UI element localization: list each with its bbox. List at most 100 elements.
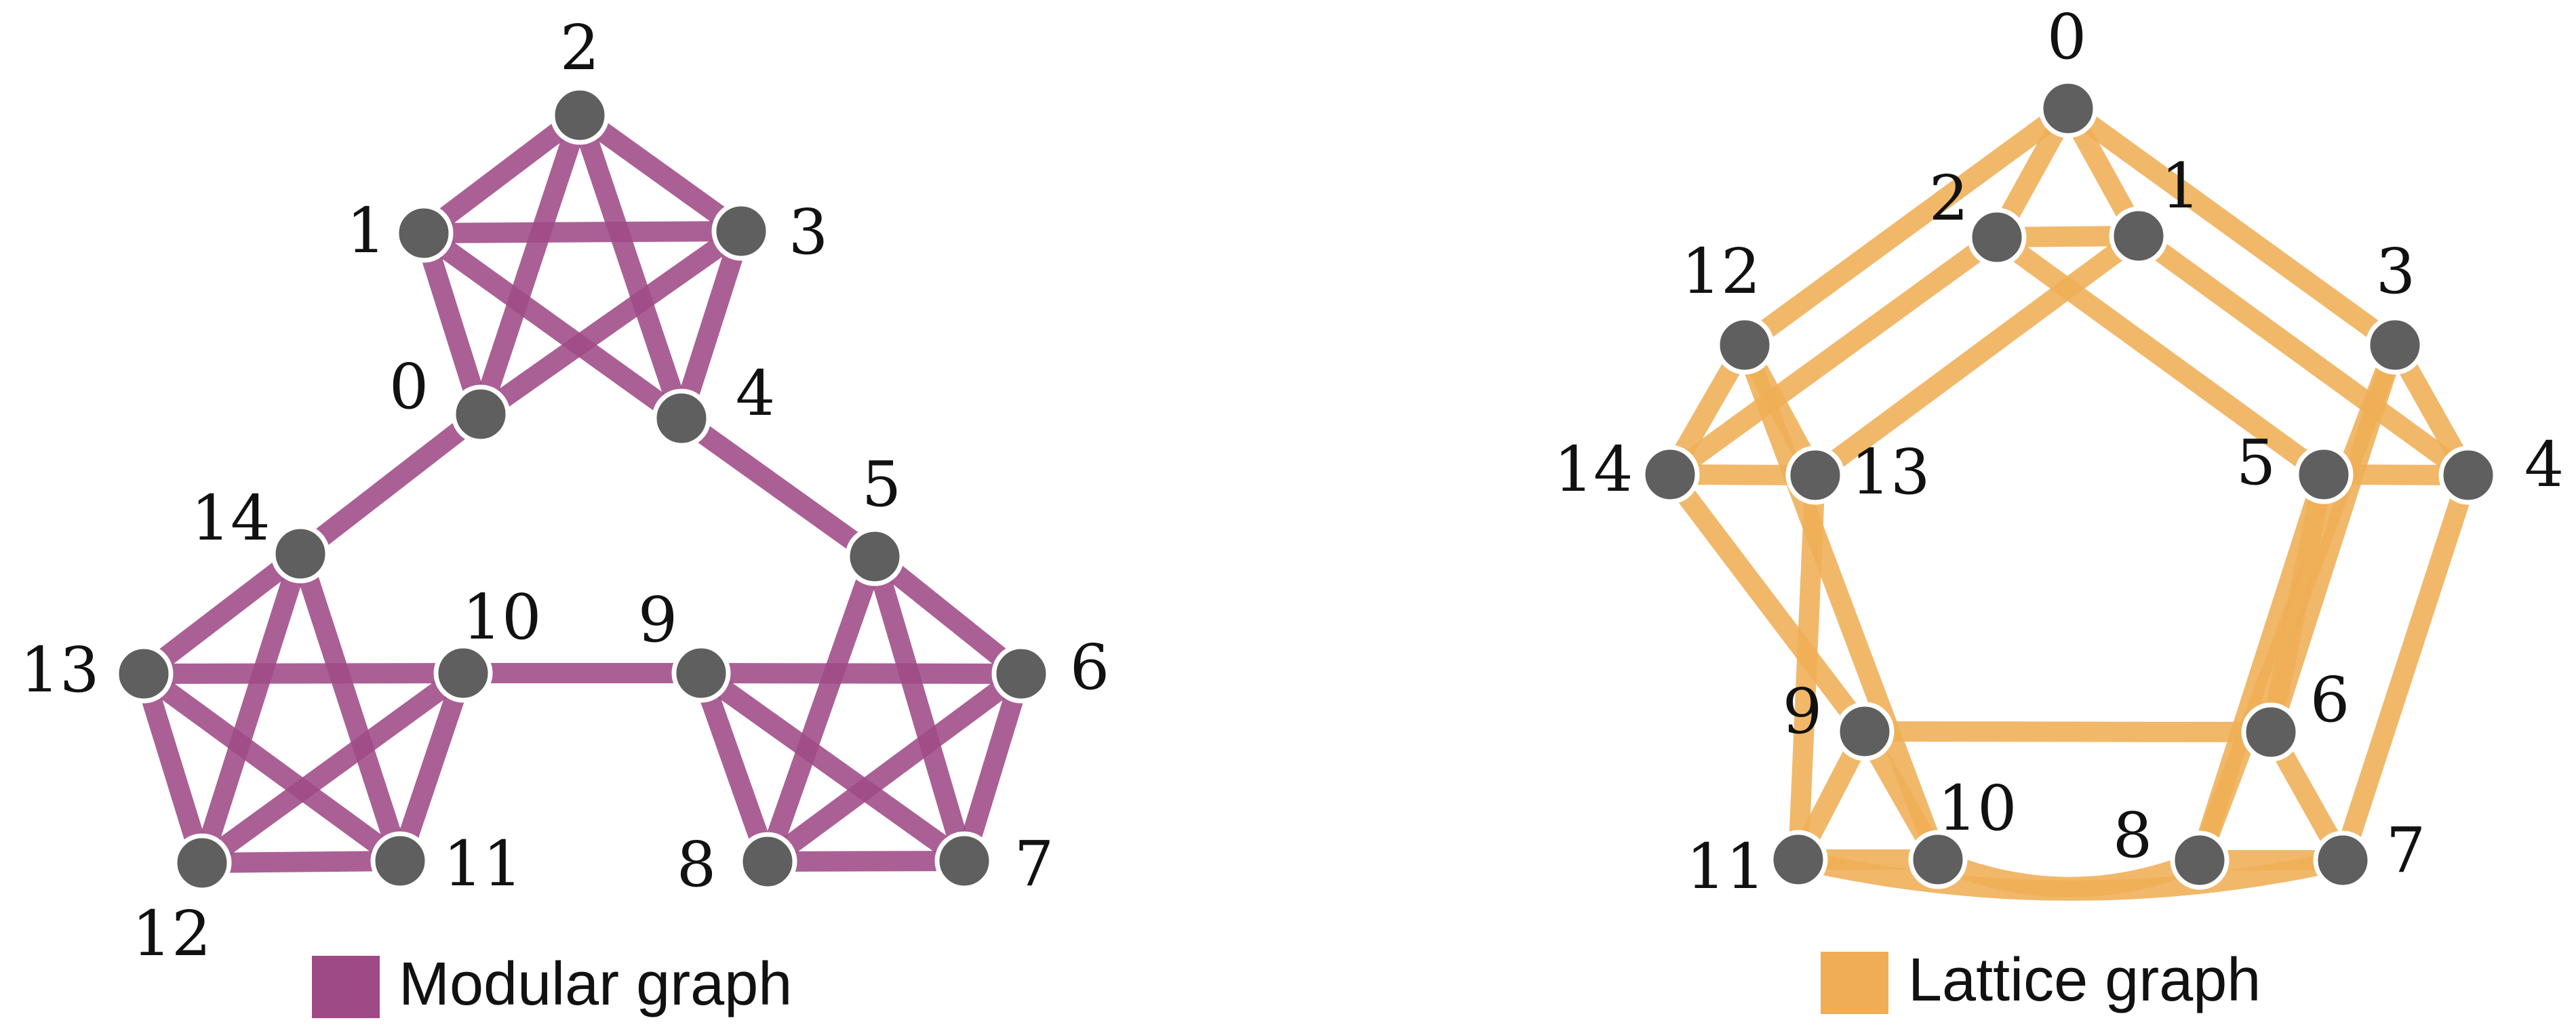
lattice-node-13	[1785, 445, 1845, 505]
modular-edge-10-13	[143, 663, 464, 684]
modular-edge-5-8	[757, 553, 885, 865]
lattice-node-label-0: 0	[2047, 1, 2087, 73]
lattice-node-label-10: 10	[1937, 772, 2017, 845]
lattice-graph-nodes	[1640, 79, 2498, 890]
lattice-edge-8-10	[1934, 850, 2204, 897]
modular-edge-6-9	[700, 663, 1022, 684]
lattice-node-5	[2294, 445, 2354, 504]
modular-edge-5-7	[865, 553, 974, 864]
lattice-edge-14-9	[1662, 468, 1873, 738]
modular-edge-3-4	[671, 228, 751, 422]
modular-edge-11-14	[290, 550, 410, 864]
lattice-node-7	[2313, 830, 2373, 890]
modular-edge-4-5	[675, 409, 881, 565]
lattice-node-label-1: 1	[2161, 150, 2201, 222]
lattice-legend-label: Lattice graph	[1908, 946, 2261, 1014]
modular-node-label-12: 12	[132, 897, 211, 970]
modular-node-3	[711, 201, 771, 261]
modular-edge-10-12	[196, 664, 469, 872]
lattice-legend-swatch	[1821, 952, 1888, 1014]
modular-node-0	[451, 384, 511, 444]
modular-edge-2-4	[570, 112, 692, 422]
modular-edge-12-13	[134, 670, 212, 866]
lattice-node-12	[1715, 315, 1775, 375]
modular-node-14	[271, 524, 330, 584]
lattice-node-14	[1640, 445, 1700, 504]
modular-node-label-14: 14	[191, 482, 270, 554]
lattice-edge-1-4	[2133, 227, 2474, 484]
modular-edge-10-11	[390, 670, 473, 864]
modular-graph-edges	[134, 106, 1031, 873]
lattice-node-2	[1967, 207, 2027, 267]
lattice-node-label-8: 8	[2113, 799, 2153, 872]
lattice-node-label-3: 3	[2376, 235, 2416, 308]
modular-node-label-7: 7	[1014, 828, 1054, 900]
lattice-graph-edges	[1661, 100, 2478, 901]
modular-node-label-1: 1	[346, 195, 387, 267]
lattice-node-label-11: 11	[1686, 830, 1765, 903]
modular-node-label-10: 10	[462, 581, 541, 653]
modular-node-10	[433, 643, 493, 703]
modular-node-5	[845, 527, 905, 586]
modular-node-2	[550, 85, 610, 145]
modular-node-12	[172, 833, 232, 893]
modular-edge-1-3	[423, 221, 742, 243]
lattice-node-label-6: 6	[2310, 664, 2350, 736]
lattice-edge-0-12	[1739, 100, 2074, 354]
lattice-edge-4-7	[2333, 472, 2478, 864]
modular-edge-13-14	[137, 546, 307, 682]
lattice-edge-10-12	[1735, 341, 1948, 864]
modular-node-label-11: 11	[443, 828, 522, 900]
lattice-edge-1-13	[1809, 227, 2145, 484]
lattice-node-0	[2038, 79, 2098, 138]
modular-edge-2-3	[574, 106, 747, 240]
modular-node-6	[991, 644, 1051, 704]
modular-node-label-9: 9	[638, 584, 678, 656]
modular-edge-0-1	[414, 230, 491, 418]
modular-node-label-8: 8	[677, 828, 717, 901]
modular-node-4	[652, 388, 711, 448]
lattice-node-label-4: 4	[2524, 428, 2564, 501]
modular-edge-0-2	[471, 112, 590, 418]
modular-node-1	[394, 203, 454, 263]
lattice-node-label-2: 2	[1929, 162, 1969, 235]
lattice-node-1	[2109, 206, 2168, 266]
modular-node-label-6: 6	[1070, 631, 1110, 704]
modular-graph-legend: Modular graph	[312, 950, 792, 1018]
lattice-node-label-13: 13	[1850, 436, 1930, 508]
modular-edge-11-13	[138, 665, 406, 870]
modular-edge-6-7	[954, 670, 1031, 864]
lattice-graph-legend: Lattice graph	[1821, 946, 2261, 1014]
modular-edge-1-2	[417, 107, 587, 241]
lattice-edge-2-14	[1664, 228, 2003, 483]
lattice-node-6	[2241, 702, 2301, 762]
modular-node-label-3: 3	[789, 196, 829, 268]
modular-edge-6-8	[761, 665, 1027, 870]
modular-graph-nodes	[114, 85, 1051, 893]
modular-edge-5-6	[868, 548, 1028, 682]
lattice-node-4	[2438, 445, 2498, 505]
lattice-node-8	[2170, 830, 2230, 890]
modular-node-13	[114, 644, 174, 704]
modular-edge-7-9	[695, 664, 970, 870]
modular-node-8	[738, 832, 797, 891]
modular-node-label-4: 4	[736, 357, 776, 430]
lattice-node-label-5: 5	[2236, 426, 2276, 499]
modular-edge-12-14	[192, 550, 311, 866]
lattice-node-label-12: 12	[1681, 235, 1760, 308]
modular-node-9	[671, 643, 731, 703]
modular-edge-14-0	[294, 406, 488, 562]
modular-edge-11-12	[201, 851, 401, 873]
lattice-node-label-9: 9	[1783, 675, 1823, 748]
lattice-edge-2-5	[1991, 228, 2330, 483]
modular-node-label-2: 2	[560, 12, 600, 84]
modular-edge-1-4	[418, 224, 688, 427]
modular-node-label-5: 5	[862, 448, 902, 521]
modular-legend-label: Modular graph	[399, 950, 792, 1018]
